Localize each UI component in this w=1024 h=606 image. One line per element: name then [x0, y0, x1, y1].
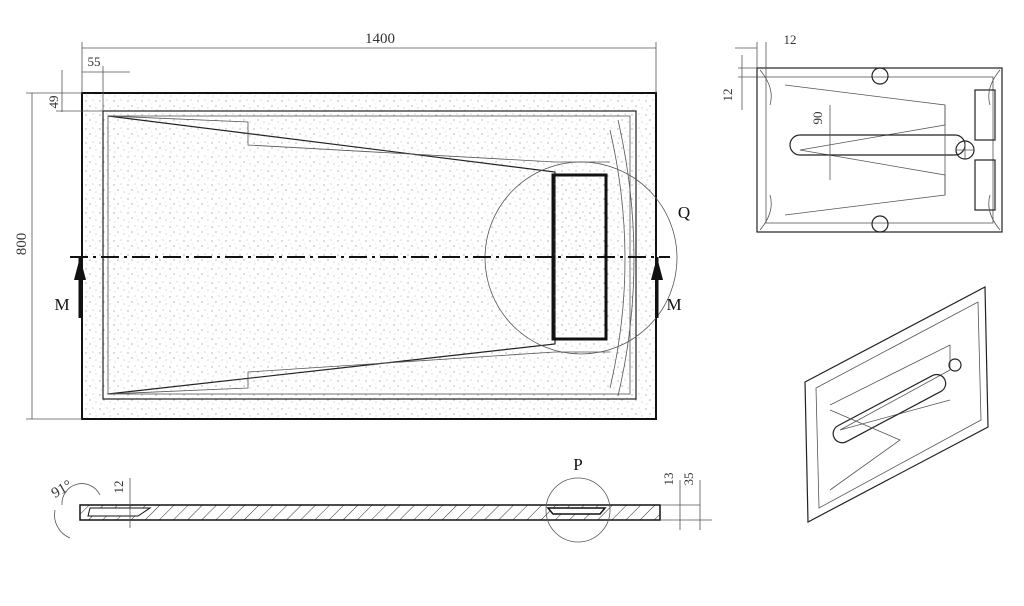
- detail-circle-p: [545, 477, 611, 543]
- plan-view: [70, 92, 678, 420]
- detail-label-q: Q: [678, 203, 690, 222]
- dim-width: 800: [14, 233, 30, 256]
- dim-edge-x: 55: [88, 54, 101, 69]
- plan-dimensions: 1400 55 49 800 M M Q: [14, 31, 690, 420]
- dim-profile-a: 13: [661, 473, 676, 486]
- detail-label-p: P: [573, 455, 582, 474]
- drain-slot: [789, 134, 966, 156]
- dim-profile-b: 35: [681, 473, 696, 486]
- dim-length: 1400: [365, 31, 395, 47]
- section-label-left: M: [54, 295, 69, 314]
- section-view: P 91° 12 13 35: [49, 455, 712, 543]
- section-label-right: M: [666, 295, 681, 314]
- dim-drain-slot: 90: [810, 112, 825, 125]
- dim-angle: 91°: [49, 477, 75, 501]
- dim-rim-width: 12: [784, 32, 797, 47]
- render-isometric: [804, 286, 989, 523]
- render-top-view: 12 12 90: [720, 32, 1003, 233]
- dim-edge-y: 49: [46, 96, 61, 109]
- tray-inner-rim: [102, 110, 637, 400]
- dim-profile-rim: 12: [111, 481, 126, 494]
- dim-rim-height: 12: [720, 89, 735, 102]
